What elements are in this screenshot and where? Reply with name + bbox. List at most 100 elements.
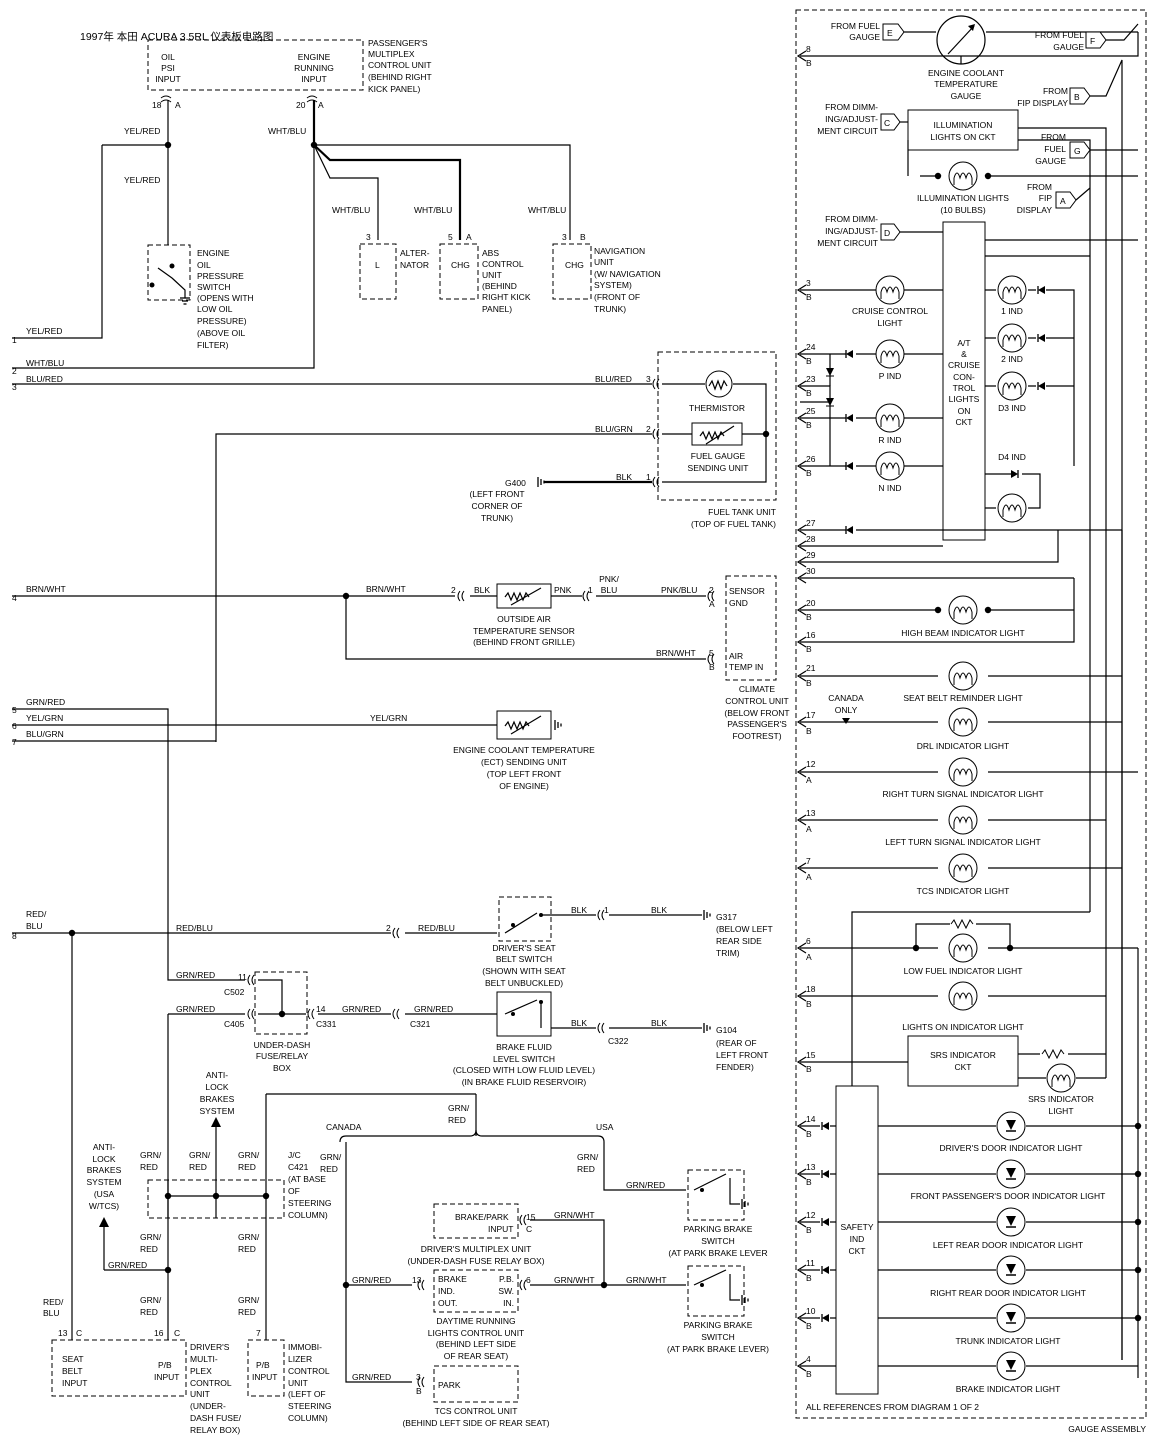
svg-text:MULTI-: MULTI-: [190, 1354, 218, 1364]
svg-text:21: 21: [806, 663, 816, 673]
svg-text:LIGHTS: LIGHTS: [949, 394, 980, 404]
svg-text:&: &: [961, 349, 967, 359]
svg-text:BRAKES: BRAKES: [87, 1165, 122, 1175]
svg-text:LIGHTS CONTROL UNIT: LIGHTS CONTROL UNIT: [428, 1328, 525, 1338]
svg-text:ONLY: ONLY: [835, 705, 858, 715]
conn-c-letter: C: [884, 118, 890, 128]
wire3-label: BLU/RED: [26, 374, 63, 384]
svg-text:TRUNK): TRUNK): [594, 304, 626, 314]
diagram-title: 1997年 本田 ACURA 3.5RL 仪表板电路图: [80, 30, 273, 43]
svg-text:CONTROL UNIT: CONTROL UNIT: [725, 696, 788, 706]
svg-text:(W/ NAVIGATION: (W/ NAVIGATION: [594, 269, 661, 279]
svg-text:7: 7: [806, 856, 811, 866]
tcs-unit-box: [433, 1365, 519, 1403]
grn-red-top: GRN/RED: [448, 1103, 470, 1125]
drl-unit-box: [433, 1269, 519, 1313]
svg-text:CKT: CKT: [956, 417, 973, 427]
svg-text:COLUMN): COLUMN): [288, 1210, 328, 1220]
svg-text:20: 20: [806, 598, 816, 608]
n-ind: N IND: [878, 483, 901, 493]
oat-pnk: PNK: [554, 585, 572, 595]
svg-text:DISPLAY: DISPLAY: [1017, 205, 1053, 215]
pin-3-b: B: [806, 292, 812, 302]
svg-text:ING/ADJUST-: ING/ADJUST-: [825, 226, 878, 236]
usa-label: USA: [596, 1122, 614, 1132]
svg-text:OIL: OIL: [197, 260, 211, 270]
svg-text:DRIVER'S: DRIVER'S: [190, 1342, 230, 1352]
wire1-label: YEL/RED: [26, 326, 62, 336]
svg-text:ILLUMINATION: ILLUMINATION: [934, 120, 993, 130]
pin-23: 23: [806, 374, 816, 384]
oat-pnk-blu: PNK/BLU: [599, 574, 619, 595]
fuse-relay-box: [254, 971, 308, 1035]
svg-text:(BEHIND LEFT SIDE OF REAR SEAT: (BEHIND LEFT SIDE OF REAR SEAT): [402, 1418, 549, 1428]
c502: C502: [224, 987, 245, 997]
svg-text:GND: GND: [729, 598, 748, 608]
conn-e-letter: E: [887, 28, 893, 38]
wire2-label: WHT/BLU: [26, 358, 64, 368]
wire7-label: BLU/GRN: [26, 729, 64, 739]
svg-text:NATOR: NATOR: [400, 260, 429, 270]
svg-text:RED/: RED/: [43, 1297, 64, 1307]
svg-text:ABS: ABS: [482, 248, 499, 258]
svg-text:B: B: [806, 1225, 812, 1235]
abs-box: [439, 243, 479, 300]
immobilizer-box: [247, 1339, 285, 1397]
svg-text:GRN/: GRN/: [140, 1295, 162, 1305]
svg-text:(OPENS WITH: (OPENS WITH: [197, 293, 254, 303]
svg-text:BRAKES: BRAKES: [200, 1094, 235, 1104]
alternator-label: ALTER-NATOR: [400, 248, 430, 270]
pin-15: 15: [806, 1050, 816, 1060]
svg-text:CLIMATE: CLIMATE: [739, 684, 776, 694]
parking-brake-switch2: [687, 1265, 745, 1317]
svg-text:B: B: [806, 1321, 812, 1331]
svg-text:(FRONT OF: (FRONT OF: [594, 292, 640, 302]
svg-text:10: 10: [806, 1306, 816, 1316]
svg-text:B: B: [806, 612, 812, 622]
svg-text:TCS CONTROL UNIT: TCS CONTROL UNIT: [435, 1406, 518, 1416]
svg-text:INPUT: INPUT: [154, 1372, 180, 1382]
from-dimm-c: FROM DIMM-ING/ADJUST-MENT CIRCUIT: [817, 102, 878, 136]
svg-text:BRAKE/PARK: BRAKE/PARK: [455, 1212, 509, 1222]
cruise-control-light: [875, 275, 905, 305]
dmu2-label: DRIVER'S MULTIPLEX UNIT(UNDER-DASH FUSE …: [407, 1244, 544, 1266]
svg-text:CKT: CKT: [849, 1246, 866, 1256]
svg-text:FROM DIMM-: FROM DIMM-: [825, 102, 878, 112]
r-ind-light: [875, 403, 905, 433]
svg-text:FROM: FROM: [1041, 132, 1066, 142]
svg-text:MENT CIRCUIT: MENT CIRCUIT: [817, 126, 878, 136]
sb-red-blu2: RED/BLU: [418, 923, 455, 933]
svg-text:FIP DISPLAY: FIP DISPLAY: [1017, 98, 1068, 108]
svg-text:GRN/: GRN/: [189, 1150, 211, 1160]
svg-text:(UNDER-: (UNDER-: [190, 1401, 226, 1411]
svg-text:FUSE/RELAY: FUSE/RELAY: [256, 1051, 309, 1061]
illumination-lights-symbol: [948, 161, 978, 191]
svg-text:IN.: IN.: [503, 1298, 514, 1308]
tri-a: A: [175, 100, 181, 110]
svg-text:CONTROL: CONTROL: [482, 259, 524, 269]
svg-text:FUEL GAUGE: FUEL GAUGE: [691, 451, 746, 461]
svg-text:(REAR OF: (REAR OF: [716, 1038, 757, 1048]
illumination-lights-label: ILLUMINATION LIGHTS(10 BULBS): [917, 193, 1009, 215]
svg-text:14: 14: [806, 1114, 816, 1124]
svg-text:RED: RED: [448, 1115, 466, 1125]
wire1-num: 1: [12, 335, 17, 345]
from-dimm-d: FROM DIMM-ING/ADJUST-MENT CIRCUIT: [817, 214, 878, 248]
pin-8-b: B: [806, 58, 812, 68]
svg-text:6: 6: [806, 936, 811, 946]
svg-text:BLU: BLU: [26, 921, 43, 931]
conn-b-letter: B: [1074, 92, 1080, 102]
svg-text:FROM: FROM: [1043, 86, 1068, 96]
svg-text:GAUGE: GAUGE: [1035, 156, 1066, 166]
svg-text:(IN BRAKE FLUID RESERVOIR): (IN BRAKE FLUID RESERVOIR): [462, 1077, 587, 1087]
fb-grn-red4: GRN/RED: [414, 1004, 453, 1014]
fuel-p2: 2: [646, 424, 651, 434]
svg-text:KICK PANEL): KICK PANEL): [368, 84, 420, 94]
svg-text:TCS INDICATOR LIGHT: TCS INDICATOR LIGHT: [917, 886, 1010, 896]
